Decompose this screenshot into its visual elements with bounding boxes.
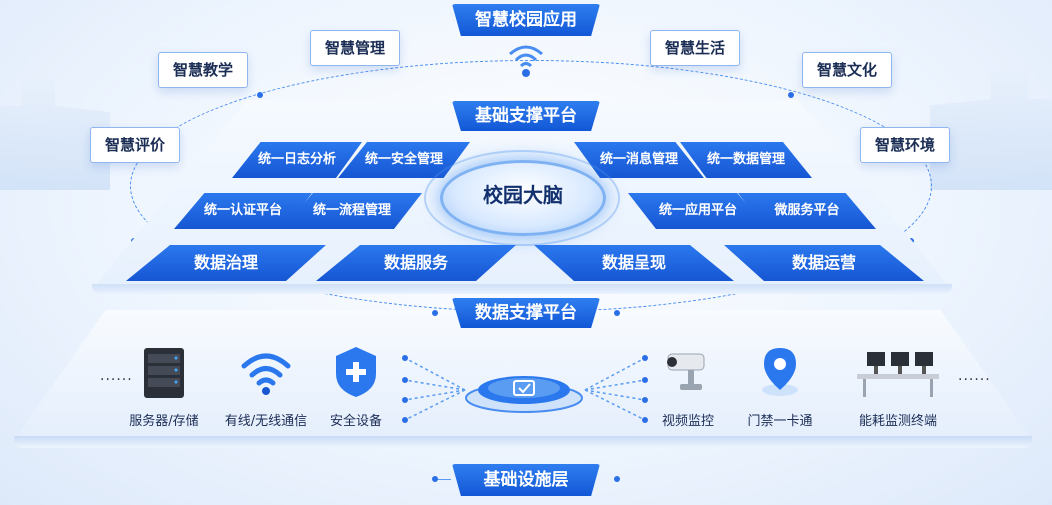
module-unified-workflow[interactable]: 统一流程管理 — [282, 193, 422, 229]
campus-brain[interactable]: 校园大脑 — [440, 160, 606, 236]
foundation-support-platform-label: 基础支撑平台 — [452, 101, 600, 131]
camera-icon — [667, 353, 705, 390]
right-ellipsis: ...... — [958, 368, 991, 384]
infra-left-dot — [432, 476, 438, 482]
orbit-dot — [257, 92, 263, 98]
infrastructure-plate-edge — [14, 436, 1032, 448]
device-video-surveillance[interactable]: 视频监控 — [638, 344, 738, 429]
shield-plus-icon — [336, 347, 376, 397]
server-icon — [144, 348, 184, 398]
device-access-card[interactable]: 门禁一卡通 — [730, 344, 830, 429]
device-security[interactable]: 安全设备 — [306, 344, 406, 429]
app-smart-environment[interactable]: 智慧环境 — [860, 127, 951, 163]
device-label: 视频监控 — [661, 414, 714, 429]
building-right-illustration — [930, 60, 1052, 190]
app-smart-evaluation[interactable]: 智慧评价 — [90, 127, 181, 163]
device-server-storage[interactable]: 服务器/存储 — [114, 344, 214, 429]
wifi-icon — [241, 353, 291, 395]
device-label: 安全设备 — [329, 414, 382, 429]
infra-connector-line — [437, 479, 451, 480]
device-label: 有线/无线通信 — [224, 414, 308, 429]
device-energy-monitor[interactable]: 能耗监测终端 — [836, 344, 960, 429]
infra-right-dot — [614, 476, 620, 482]
app-smart-life[interactable]: 智慧生活 — [650, 30, 741, 66]
left-ellipsis: ...... — [100, 368, 133, 384]
infrastructure-layer-label: 基础设施层 — [452, 464, 600, 496]
device-label: 门禁一卡通 — [747, 414, 813, 429]
campus-brain-ring — [424, 150, 620, 246]
app-smart-management[interactable]: 智慧管理 — [310, 30, 401, 66]
data-support-platform-label: 数据支撑平台 — [452, 298, 600, 328]
data-platform-right-dot — [614, 310, 620, 316]
hub-connection-lines — [402, 355, 648, 423]
foundation-platform-edge — [92, 284, 952, 294]
orbit-dot — [788, 92, 794, 98]
device-label: 服务器/存储 — [129, 414, 199, 429]
data-platform-left-dot — [432, 310, 438, 316]
workstation-icon — [857, 352, 939, 397]
app-smart-culture[interactable]: 智慧文化 — [802, 52, 893, 88]
app-smart-teaching[interactable]: 智慧教学 — [158, 52, 249, 88]
device-network-comm[interactable]: 有线/无线通信 — [216, 344, 316, 429]
smart-campus-app-title: 智慧校园应用 — [452, 4, 600, 36]
device-label: 能耗监测终端 — [858, 414, 937, 429]
location-pin-icon — [762, 348, 798, 396]
data-hub-icon — [465, 376, 583, 413]
